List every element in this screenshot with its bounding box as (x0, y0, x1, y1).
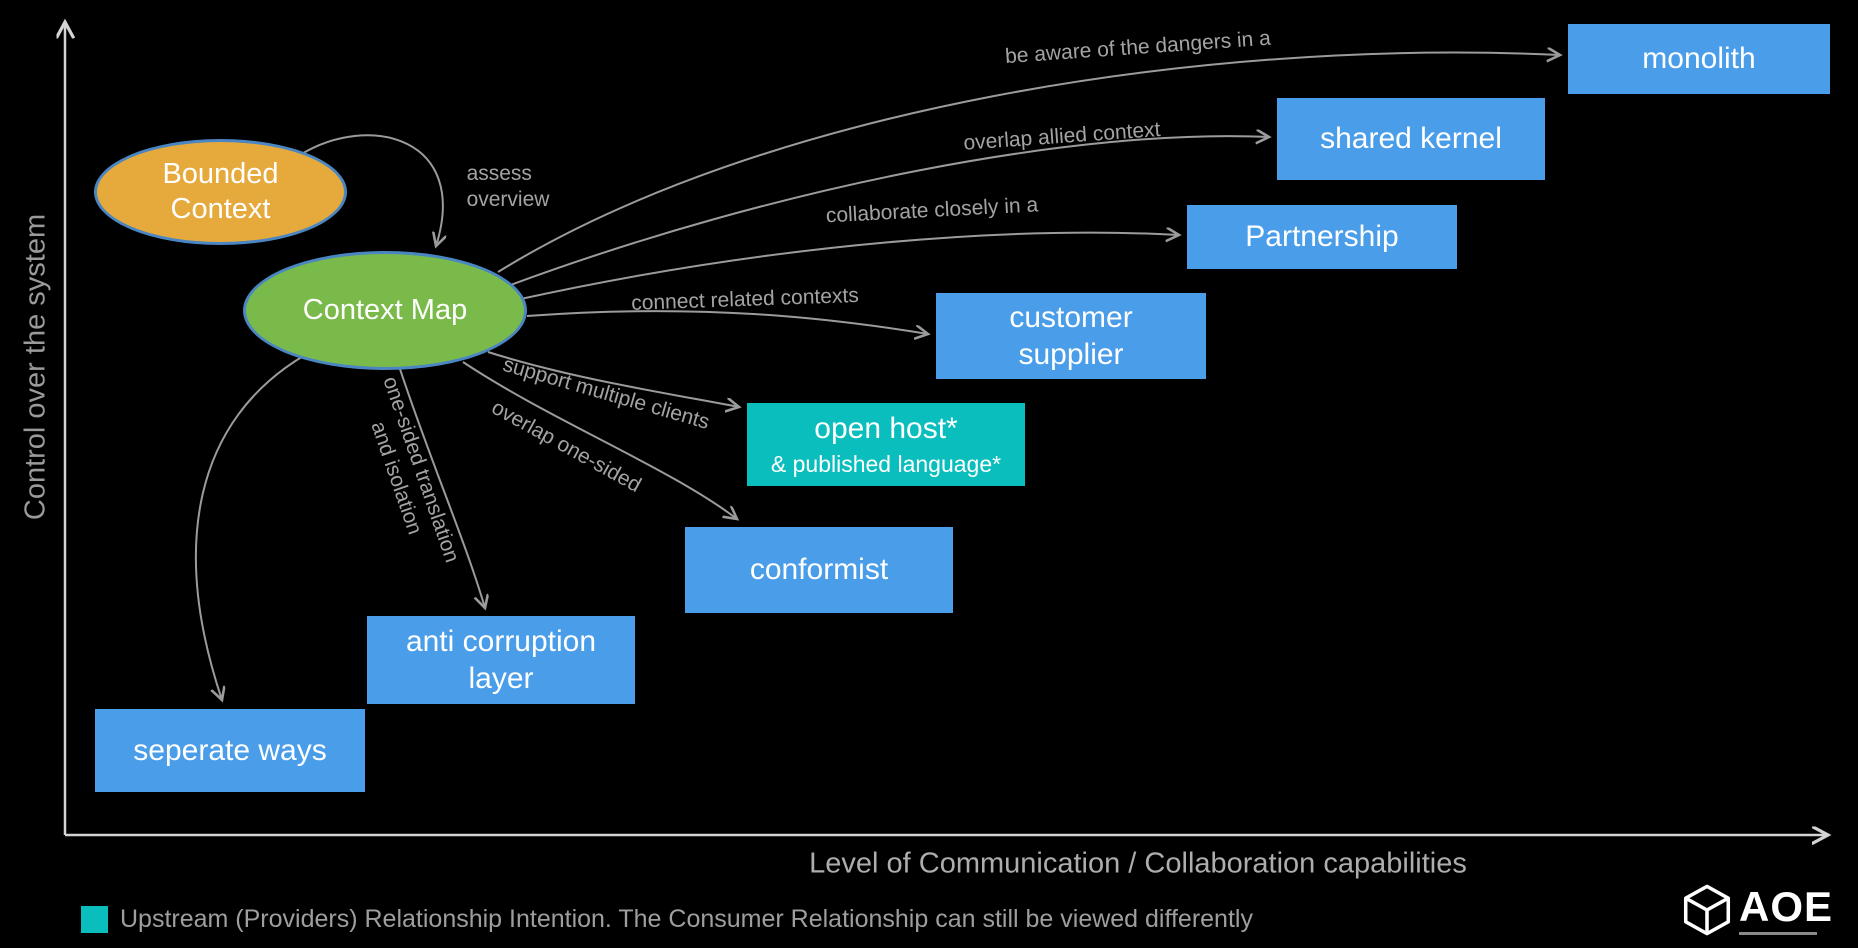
node-conformist: conformist (685, 527, 953, 613)
edge-partnership-arrow (515, 233, 1179, 301)
legend-text: Upstream (Providers) Relationship Intent… (120, 905, 1253, 933)
legend-upstream-swatch (81, 906, 108, 933)
node-anti-corruption-layer: anti corruption layer (367, 616, 635, 704)
y-axis-label: Control over the system (19, 213, 52, 521)
edge-conformist-arrow (462, 361, 737, 519)
edge-open-host-arrow (487, 351, 739, 407)
edge-anti-corruption-arrow (399, 368, 485, 608)
node-monolith: monolith (1568, 24, 1830, 94)
edge-shared-kernel-arrow (504, 136, 1269, 288)
node-context-map: Context Map (243, 251, 527, 370)
legend: Upstream (Providers) Relationship Intent… (81, 905, 1253, 934)
edge-assess-overview-arrow (299, 134, 443, 246)
node-open-host: open host* & published language* (747, 403, 1025, 486)
x-axis-label: Level of Communication / Collaboration c… (809, 847, 1467, 880)
node-customer-supplier: customer supplier (936, 293, 1206, 379)
aoe-cube-icon (1683, 884, 1731, 936)
edge-seperate-ways-arrow (194, 354, 306, 700)
aoe-logo-text: AOE (1739, 882, 1834, 930)
node-partnership: Partnership (1187, 205, 1457, 269)
edge-customer-supplier-arrow (526, 310, 928, 334)
node-seperate-ways: seperate ways (95, 709, 365, 792)
edge-monolith-arrow (497, 53, 1560, 273)
node-shared-kernel: shared kernel (1277, 98, 1545, 180)
aoe-logo-tagline-bar (1739, 931, 1817, 935)
edge-label-assess-overview: assess overview (466, 161, 550, 211)
node-bounded-context: Bounded Context (94, 139, 347, 245)
open-host-subtitle: & published language* (770, 450, 1002, 477)
open-host-title: open host* (814, 412, 958, 446)
aoe-logo: AOE (1683, 884, 1833, 936)
